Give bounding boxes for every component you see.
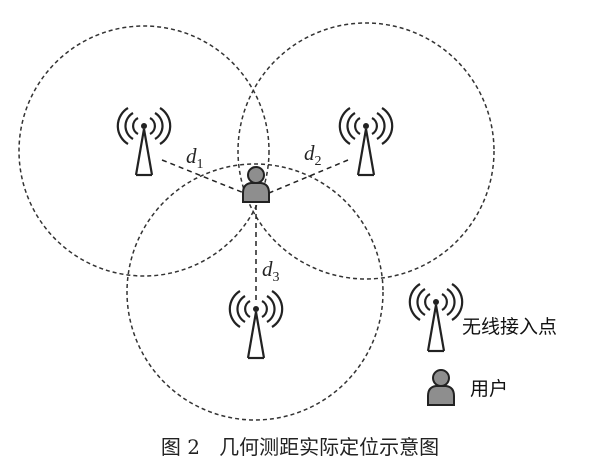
legend-user-icon <box>427 369 455 406</box>
distance-label-d1: d1 <box>186 144 204 172</box>
access-point-3-antenna-icon <box>228 289 284 360</box>
distance-label-d3: d3 <box>262 257 280 285</box>
access-point-1-antenna-icon <box>116 106 172 177</box>
range-circle-1 <box>18 25 270 277</box>
legend-access-point-label: 无线接入点 <box>462 316 558 338</box>
legend-user-label: 用户 <box>470 378 509 400</box>
range-circle-3 <box>126 163 384 421</box>
legend-antenna-icon <box>408 282 464 353</box>
distance-label-d2: d2 <box>304 141 322 169</box>
user-icon <box>242 166 270 203</box>
figure-caption: 图 2 几何测距实际定位示意图 <box>160 435 440 459</box>
range-circle-2 <box>237 22 495 280</box>
access-point-2-antenna-icon <box>338 106 394 177</box>
distance-line-1 <box>161 159 245 194</box>
